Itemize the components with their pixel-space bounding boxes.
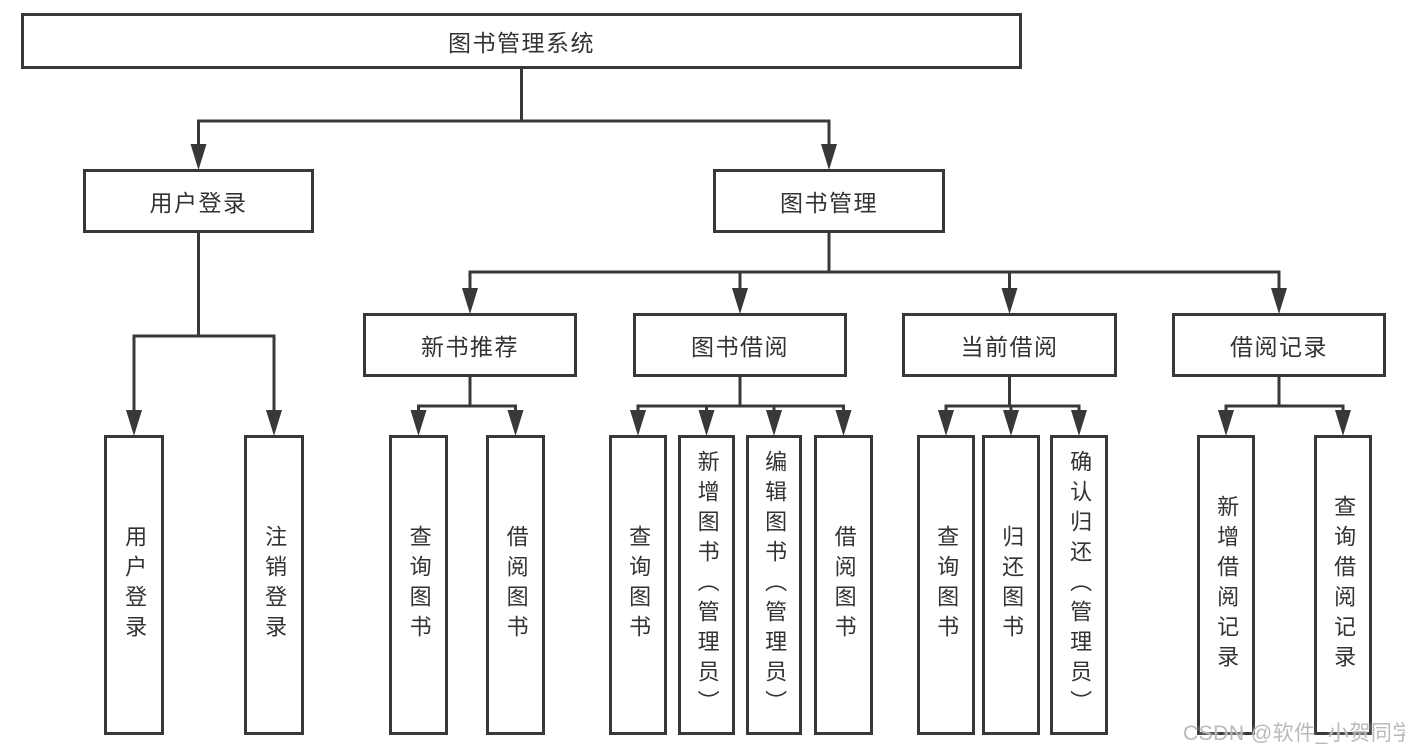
node-label-borrowing-records: 借阅记录 — [1230, 334, 1328, 360]
node-book-management: 图书管理 — [713, 169, 945, 233]
connector-arrow-down — [1335, 410, 1351, 436]
node-label-borrow-edit-book: 编辑图书（管理员） — [762, 450, 788, 720]
node-record-query-record: 查询借阅记录 — [1314, 435, 1372, 735]
connector-arrow-down — [766, 410, 782, 436]
node-user-login: 用户登录 — [83, 169, 314, 233]
node-label-current-return-book: 归还图书 — [999, 525, 1025, 645]
node-borrow-borrow-book: 借阅图书 — [814, 435, 873, 735]
node-root: 图书管理系统 — [21, 13, 1022, 69]
connector-arrow-down — [835, 410, 852, 436]
node-label-rec-borrow-book: 借阅图书 — [503, 525, 529, 645]
node-borrow-add-book: 新增图书（管理员） — [678, 435, 735, 735]
node-label-book-borrowing: 图书借阅 — [691, 334, 789, 360]
connector-arrow-down — [190, 144, 207, 170]
node-label-current-query-book: 查询图书 — [934, 525, 960, 645]
node-label-borrow-borrow-book: 借阅图书 — [831, 525, 857, 645]
connector-arrow-down — [507, 410, 524, 436]
connector-arrow-down — [126, 410, 142, 436]
connector-arrow-down — [462, 288, 478, 314]
node-label-current-confirm-return: 确认归还（管理员） — [1067, 450, 1093, 720]
node-label-rec-query-book: 查询图书 — [406, 525, 432, 645]
node-label-root: 图书管理系统 — [448, 30, 595, 56]
node-leaf-user-login: 用户登录 — [104, 435, 164, 735]
node-current-confirm-return: 确认归还（管理员） — [1050, 435, 1108, 735]
node-borrow-query-book: 查询图书 — [609, 435, 667, 735]
node-current-return-book: 归还图书 — [982, 435, 1040, 735]
connector-arrow-down — [821, 144, 837, 170]
connector-arrow-down — [630, 410, 646, 436]
node-label-leaf-logout: 注销登录 — [262, 525, 288, 645]
node-label-leaf-user-login: 用户登录 — [122, 525, 148, 645]
node-rec-borrow-book: 借阅图书 — [486, 435, 545, 735]
node-book-borrowing: 图书借阅 — [633, 313, 847, 377]
node-current-borrowing: 当前借阅 — [902, 313, 1117, 377]
node-label-new-book-recommend: 新书推荐 — [421, 334, 519, 360]
node-label-record-query-record: 查询借阅记录 — [1331, 495, 1357, 675]
node-leaf-logout: 注销登录 — [244, 435, 304, 735]
connector-arrow-down — [1071, 410, 1087, 436]
connector-arrow-down — [1003, 410, 1019, 436]
node-borrow-edit-book: 编辑图书（管理员） — [746, 435, 802, 735]
connector-arrow-down — [732, 288, 748, 314]
node-label-book-management: 图书管理 — [780, 190, 878, 216]
connector-arrow-down — [1271, 288, 1287, 314]
connector-arrow-down — [1218, 410, 1234, 436]
node-label-user-login: 用户登录 — [149, 190, 248, 216]
node-label-record-add-record: 新增借阅记录 — [1214, 495, 1240, 675]
connector-arrow-down — [698, 410, 715, 436]
connector-arrow-down — [266, 410, 282, 436]
node-rec-query-book: 查询图书 — [389, 435, 448, 735]
connector-arrow-down — [1001, 288, 1018, 314]
node-new-book-recommend: 新书推荐 — [363, 313, 577, 377]
node-label-borrow-query-book: 查询图书 — [626, 525, 652, 645]
node-label-borrow-add-book: 新增图书（管理员） — [694, 450, 720, 720]
node-borrowing-records: 借阅记录 — [1172, 313, 1386, 377]
node-record-add-record: 新增借阅记录 — [1197, 435, 1255, 735]
connector-arrow-down — [938, 410, 954, 436]
watermark: CSDN @软件_小贺同学 — [1183, 722, 1405, 745]
node-current-query-book: 查询图书 — [917, 435, 975, 735]
connector-arrow-down — [410, 410, 427, 436]
node-label-current-borrowing: 当前借阅 — [960, 334, 1059, 360]
